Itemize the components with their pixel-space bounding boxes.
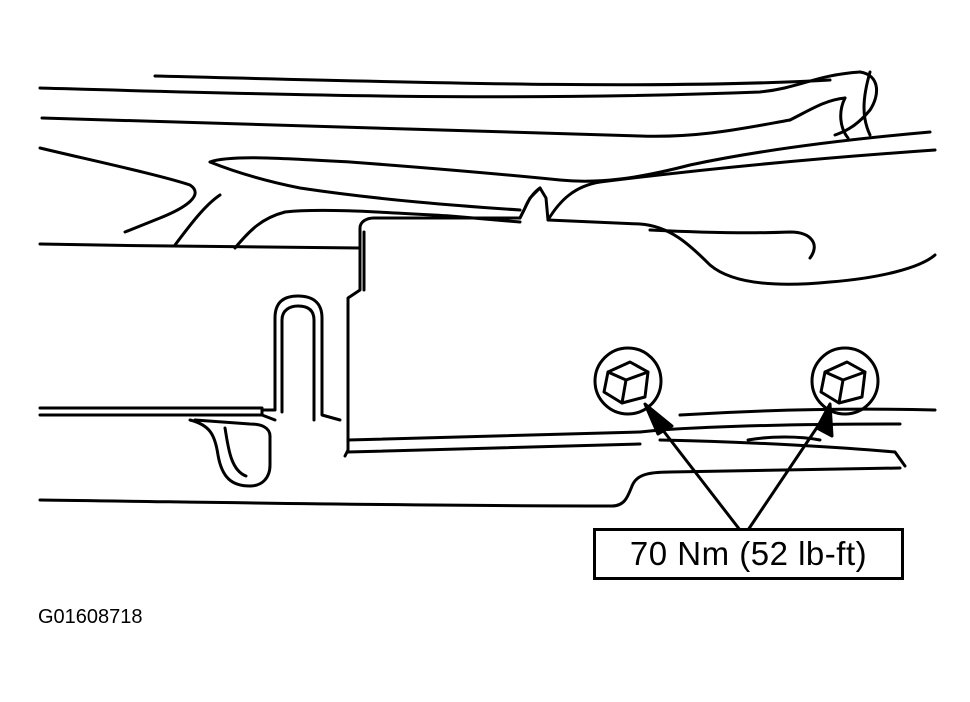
upper-frame-lines	[38, 70, 932, 250]
arrowhead-left	[643, 402, 674, 436]
bolt-right	[810, 346, 880, 416]
channel-rib	[260, 294, 342, 422]
arrowhead-right	[815, 402, 834, 438]
callout-leaders	[653, 418, 824, 532]
figure-id-label: G01608718	[38, 606, 143, 628]
lower-pocket	[188, 418, 272, 488]
torque-spec-label: 70 Nm (52 lb-ft)	[593, 528, 904, 580]
bracket-plate	[343, 148, 937, 468]
torque-spec-text: 70 Nm (52 lb-ft)	[629, 535, 868, 572]
bolt-left	[593, 346, 663, 416]
